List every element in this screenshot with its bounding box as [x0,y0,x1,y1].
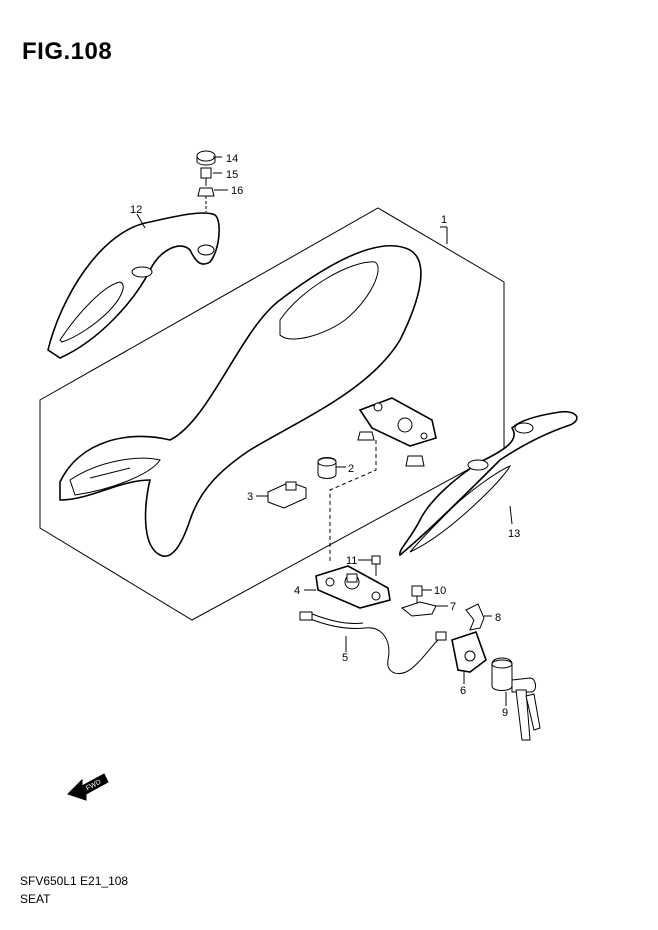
grab-rail-right-13[interactable] [399,410,578,557]
cap-14[interactable] [196,150,216,166]
lock-cylinder-9[interactable] [491,657,541,741]
nut-small[interactable] [357,431,375,441]
part-label-1[interactable]: 1 [441,214,447,226]
part-label-4[interactable]: 4 [294,585,300,597]
cable-5[interactable] [299,611,447,674]
part-label-5[interactable]: 5 [342,652,348,664]
nut-16[interactable] [197,187,215,212]
diagram-code: SFV650L1 E21_108 [20,874,129,888]
part-label-16[interactable]: 16 [231,185,243,197]
part-label-13[interactable]: 13 [508,528,520,540]
grab-rail-left-12[interactable] [47,212,220,359]
figure-title: FIG.108 [22,38,113,65]
fwd-label: FWD [85,779,102,793]
part-label-12[interactable]: 12 [130,204,142,216]
part-label-9[interactable]: 9 [502,707,508,719]
part-label-15[interactable]: 15 [226,169,238,181]
part-label-10[interactable]: 10 [434,585,446,597]
bolt-10[interactable] [411,585,423,604]
bolt-11[interactable] [371,555,381,576]
bolt-15[interactable] [200,167,212,186]
part-label-11[interactable]: 11 [346,555,357,567]
part-label-2[interactable]: 2 [348,463,354,475]
part-label-8[interactable]: 8 [495,612,501,624]
nut-small-2[interactable] [405,455,425,467]
part-label-6[interactable]: 6 [460,685,466,697]
cushion-3[interactable] [267,481,307,509]
diagram-name: SEAT [20,892,51,906]
lever-7[interactable] [400,601,437,617]
clip-8[interactable] [465,603,485,631]
lock-bracket-6[interactable] [451,630,487,673]
part-label-14[interactable]: 14 [226,153,238,165]
leader-lines [136,156,513,706]
seat-latch-4[interactable] [315,565,391,609]
seat-part-1[interactable] [59,245,422,557]
cushion-2[interactable] [317,457,337,479]
part-label-3[interactable]: 3 [247,491,253,503]
seat-bracket-upper[interactable] [358,397,437,447]
part-label-7[interactable]: 7 [450,601,456,613]
fwd-arrow-icon: FWD [67,773,109,801]
